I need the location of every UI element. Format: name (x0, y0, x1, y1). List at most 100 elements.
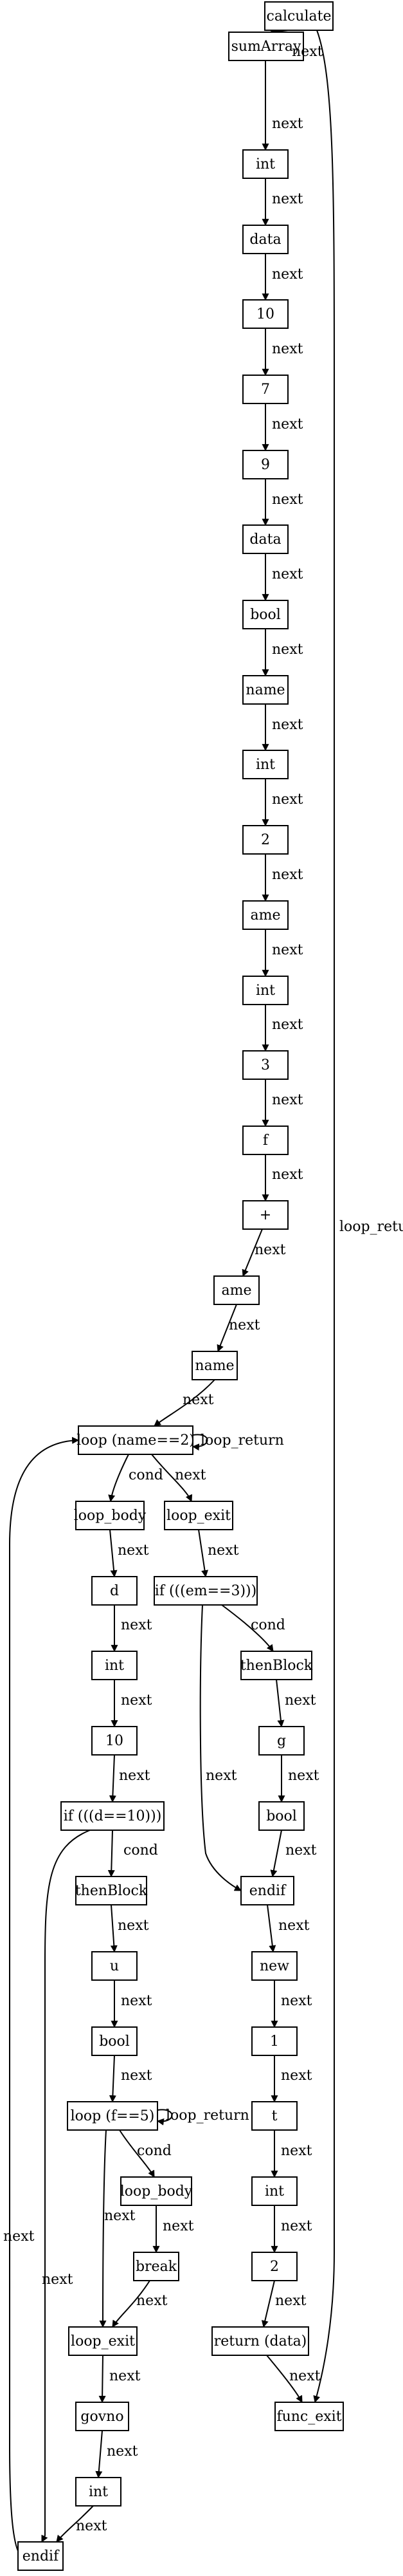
node-box (211, 2326, 309, 2356)
node-then1: thenBlock (75, 1876, 148, 1905)
e-ret-funcexit-arrow (266, 2355, 303, 2403)
node-new: new (251, 1951, 298, 1981)
node-label: 10 (256, 306, 274, 322)
e-loopbody1-d-label: next (118, 1543, 149, 1559)
node-box (242, 600, 289, 629)
node-label: int (265, 2183, 284, 2200)
node-break: break (133, 2252, 179, 2281)
e-u-bool2-label: next (121, 1993, 152, 2009)
e-bool2-loop2-arrow (109, 2055, 116, 2103)
node-n10a: 10 (242, 299, 289, 329)
node-label: + (260, 1207, 271, 1223)
e-n2b-ret-label: next (275, 2293, 307, 2309)
e-endif2-new-label: next (278, 1918, 310, 1934)
node-label: bool (266, 1808, 297, 1824)
node-box (242, 524, 289, 554)
node-int1: int (242, 149, 289, 179)
e-loop2-self-arrow (156, 2109, 173, 2126)
e-if1-endif1-label: next (42, 2272, 73, 2288)
e-calculate-sumArray-label: next (292, 44, 323, 60)
e-n10b-if1-label: next (119, 1768, 150, 1784)
node-box (242, 299, 289, 329)
node-label: 7 (261, 382, 270, 398)
node-box (242, 149, 289, 179)
e-loop1-self-arrow (192, 1434, 208, 1451)
e-govno-int5-arrow (95, 2430, 103, 2479)
node-label: ame (251, 907, 281, 923)
e-int4-n10b-label: next (121, 1692, 152, 1709)
e-loop2-self-label: loop_return (166, 2108, 249, 2124)
e-if1-then1-label: cond (123, 1842, 158, 1858)
e-loopexit1-if2-arrow (198, 1529, 208, 1578)
e-int2-n2a-label: next (272, 792, 303, 808)
node-loopbody1: loop_body (74, 1501, 147, 1530)
e-then1-u-label: next (118, 1918, 149, 1934)
node-box (242, 1200, 289, 1230)
e-break-loopexit2-label: next (136, 2293, 168, 2309)
e-bool2-loop2-label: next (121, 2068, 152, 2084)
e-n10b-if1-arrow (109, 1754, 116, 1803)
node-label: break (136, 2259, 177, 2275)
node-label: loop_body (120, 2183, 193, 2200)
e-int3-n3-label: next (272, 1017, 303, 1033)
e-loopbody1-d-arrow (109, 1529, 118, 1578)
e-calculate-funcexit-label: loop_return (339, 1219, 403, 1235)
node-box (192, 1351, 238, 1380)
node-box (274, 2402, 344, 2431)
e-then2-g-arrow (276, 1679, 285, 1728)
node-box (75, 2477, 121, 2507)
node-box (120, 2176, 192, 2206)
e-loop1-self-label: loop_return (201, 1432, 284, 1449)
node-loopbody2: loop_body (120, 2176, 193, 2206)
e-ame2-name2-arrow (217, 1304, 237, 1353)
node-label: 10 (105, 1733, 123, 1749)
node-label: g (277, 1733, 286, 1749)
node-loopexit2: loop_exit (68, 2326, 138, 2356)
node-box (228, 32, 304, 61)
node-d: d (91, 1576, 138, 1606)
node-govno: govno (75, 2402, 129, 2431)
node-loop2: loop (f==5) (67, 2101, 158, 2131)
node-box (75, 1501, 145, 1530)
e-if2-then2-label: cond (251, 1617, 285, 1633)
e-f1-plus-label: next (272, 1167, 303, 1183)
e-name2-loop1-arrow (154, 1379, 215, 1427)
e-n2a-ame1-label: next (272, 867, 303, 883)
node-box (91, 1726, 138, 1756)
node-label: 9 (261, 457, 270, 473)
e-ret-funcexit-label: next (289, 2368, 321, 2384)
node-int3: int (242, 976, 289, 1005)
node-label: 3 (261, 1057, 270, 1073)
node-box (75, 2402, 129, 2431)
node-endif2: endif (240, 1876, 294, 1905)
node-box (242, 1050, 289, 1080)
node-if2: if (((em==3))) (154, 1576, 258, 1606)
e-loop2-loopbody2-arrow (119, 2129, 155, 2178)
e-endif1-loop1-arrow (9, 1436, 80, 2557)
node-data2: data (242, 524, 289, 554)
node-label: 1 (270, 2034, 279, 2050)
node-label: name (246, 682, 285, 698)
node-box (242, 675, 289, 705)
e-loopexit1-if2-label: next (208, 1543, 239, 1559)
node-label: 2 (270, 2259, 279, 2275)
node-data1: data (242, 225, 289, 254)
node-label: ame (222, 1283, 252, 1299)
node-label: thenBlock (240, 1658, 313, 1674)
e-new-n1-label: next (281, 1993, 312, 2009)
node-name2: name (192, 1351, 238, 1380)
node-label: calculate (267, 8, 332, 24)
e-plus-ame2-arrow (242, 1228, 263, 1277)
e-break-loopexit2-arrow (112, 2280, 150, 2328)
e-loop1-loopexit1-label: next (175, 1467, 206, 1483)
e-loopexit2-govno-label: next (109, 2368, 141, 2384)
node-int5: int (75, 2477, 121, 2507)
e-loop2-loopbody2-label: cond (137, 2143, 172, 2159)
node-box (242, 900, 289, 930)
e-bool1-name1-label: next (272, 642, 303, 658)
node-label: thenBlock (75, 1883, 148, 1899)
node-label: u (110, 1958, 119, 1974)
node-n7: 7 (242, 375, 289, 404)
e-name2-loop1-label: next (183, 1392, 214, 1408)
